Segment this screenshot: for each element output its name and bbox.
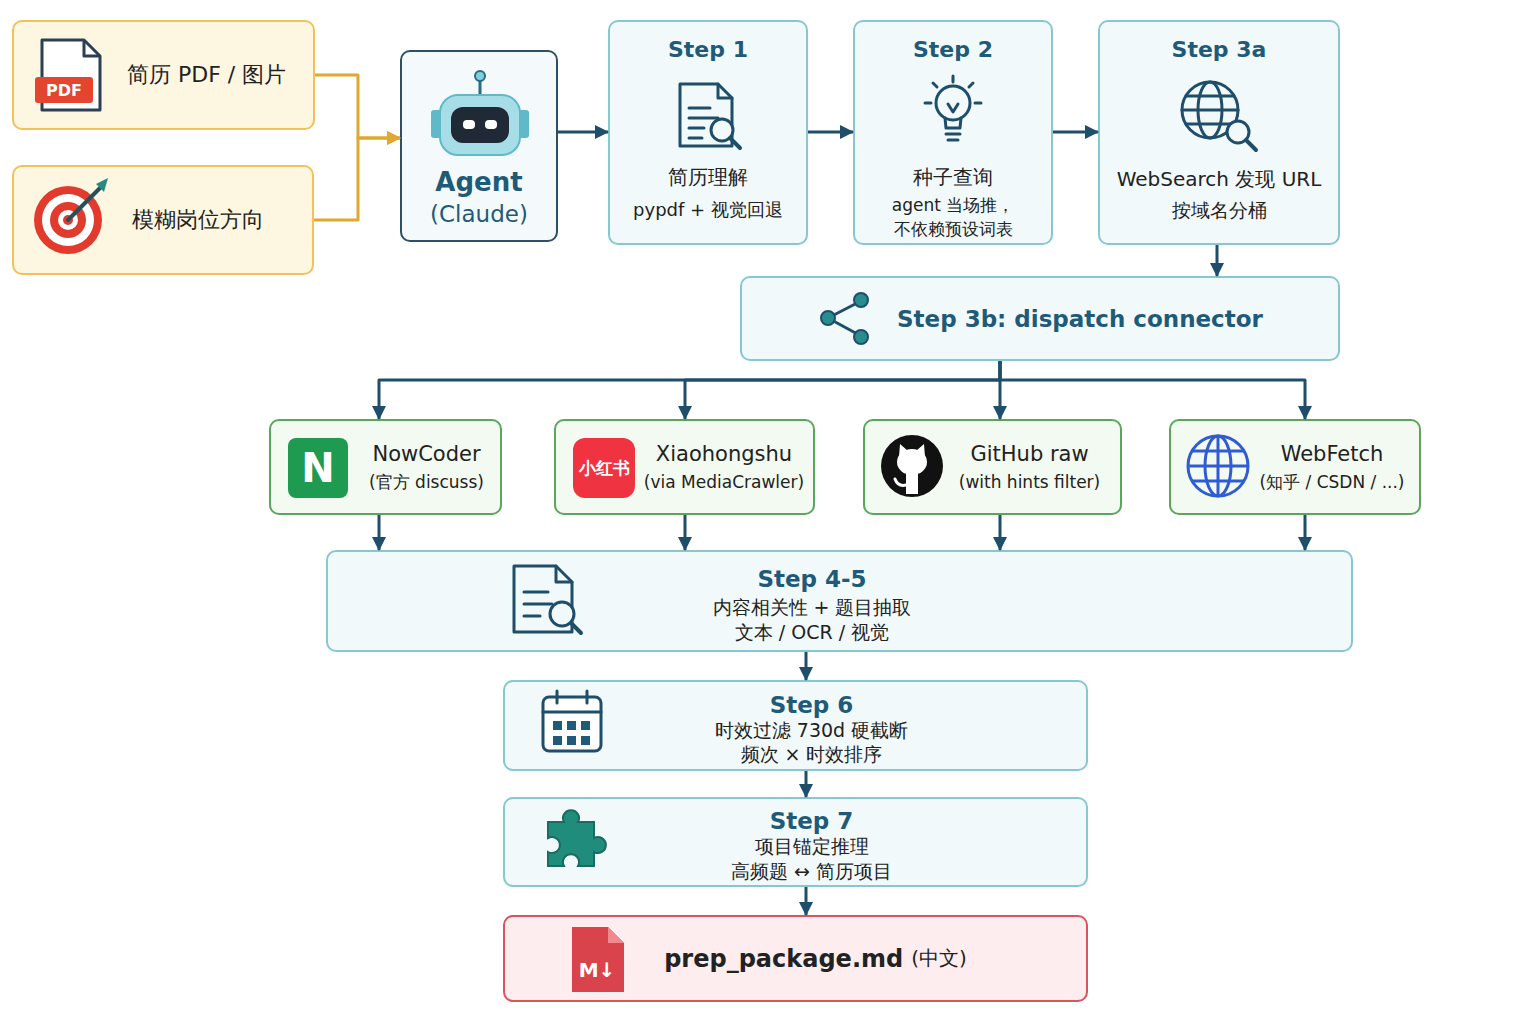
node-title: Xiaohongshu — [656, 439, 792, 469]
node-text: agent 当场推， 不依赖预设词表 — [886, 193, 1021, 241]
node-title: 模糊岗位方向 — [132, 205, 264, 235]
calendar-icon — [543, 691, 601, 751]
document-search-icon — [514, 566, 581, 633]
node-title: prep_package.md — [664, 945, 903, 973]
node-text: 时效过滤 730d 硬截断 — [715, 718, 908, 742]
flow-arrow — [805, 652, 808, 680]
node-text: 频次 × 时效排序 — [741, 742, 883, 766]
node-text: pypdf + 视觉回退 — [633, 197, 783, 223]
process-box: Step 3a WebSearch 发现 URL 按域名分桶 — [1098, 20, 1340, 245]
lightbulb-icon — [925, 76, 981, 140]
node-title: Agent — [435, 165, 522, 199]
node-text: 种子查询 — [913, 163, 993, 191]
output-box: prep_package.md (中文) — [503, 915, 1088, 1002]
connector-box: NowCoder(官方 discuss) — [269, 419, 502, 515]
flow-arrow — [378, 515, 381, 550]
webfetch-globe-icon — [1188, 436, 1248, 496]
process-box: Step 6时效过滤 730d 硬截断频次 × 时效排序 — [503, 680, 1088, 771]
node-title: Step 7 — [770, 808, 854, 834]
input-box: 模糊岗位方向 — [12, 165, 314, 275]
globe-search-icon — [1182, 82, 1256, 150]
target-icon — [34, 178, 108, 254]
pdf-file-icon — [35, 40, 100, 110]
input-box: 简历 PDF / 图片 — [12, 20, 315, 130]
flow-arrow — [379, 361, 1000, 419]
node-text: WebSearch 发现 URL — [1117, 165, 1322, 193]
node-text: 文本 / OCR / 视觉 — [735, 620, 889, 645]
node-text: 内容相关性 + 题目抽取 — [713, 595, 912, 620]
flow-arrow — [1053, 131, 1098, 134]
node-title: Step 3a — [1172, 35, 1267, 65]
process-box: Step 2 种子查询agent 当场推， 不依赖预设词表 — [853, 20, 1053, 245]
dispatch-box: Step 3b: dispatch connector — [740, 276, 1340, 361]
github-logo — [881, 435, 943, 497]
node-title: GitHub raw — [970, 439, 1088, 469]
flow-arrow — [808, 131, 853, 134]
flow-arrow — [1000, 361, 1305, 419]
process-box: Step 1 简历理解 pypdf + 视觉回退 — [608, 20, 808, 245]
flow-arrow — [1304, 515, 1307, 550]
process-box: Step 7项目锚定推理高频题 ↔ 简历项目 — [503, 797, 1088, 887]
flow-arrow — [558, 131, 608, 134]
node-text: 高频题 ↔ 简历项目 — [731, 859, 892, 884]
flow-arrow — [805, 771, 808, 797]
document-search-icon — [680, 84, 740, 148]
node-title: Step 4-5 — [757, 565, 866, 593]
connector-box: GitHub raw(with hints filter) — [863, 419, 1122, 515]
connector-box: WebFetch(知乎 / CSDN / ...) — [1169, 419, 1421, 515]
node-text: (Claude) — [430, 199, 528, 229]
robot-icon — [431, 71, 529, 155]
node-text: 简历理解 — [668, 163, 748, 191]
xiaohongshu-logo — [573, 438, 635, 498]
node-title: NowCoder — [372, 439, 480, 469]
puzzle-icon — [548, 810, 606, 866]
node-title: WebFetch — [1281, 439, 1384, 469]
flow-arrow — [805, 887, 808, 915]
flow-arrow — [1216, 245, 1219, 276]
process-box: Step 4-5内容相关性 + 题目抽取文本 / OCR / 视觉 — [326, 550, 1353, 652]
flow-arrow — [999, 515, 1002, 550]
node-text: (官方 discuss) — [369, 469, 484, 495]
markdown-file-icon — [572, 927, 624, 992]
node-title: Step 6 — [770, 692, 854, 718]
node-title: Step 2 — [913, 35, 993, 65]
share-icon — [821, 293, 868, 344]
node-title: Step 3b: dispatch connector — [897, 306, 1263, 332]
flow-arrow — [314, 138, 400, 220]
nowcoder-logo — [288, 438, 348, 498]
node-text: (with hints filter) — [959, 469, 1100, 495]
agent-box: Agent(Claude) — [400, 50, 558, 242]
node-text: 项目锚定推理 — [755, 834, 869, 859]
node-title: Step 1 — [668, 35, 748, 65]
flow-arrow — [315, 75, 400, 138]
flow-arrow — [685, 361, 1000, 419]
flow-arrow — [684, 515, 687, 550]
node-text: (via MediaCrawler) — [644, 469, 804, 495]
connector-box: Xiaohongshu(via MediaCrawler) — [554, 419, 815, 515]
node-text: (中文) — [911, 945, 967, 972]
node-text: (知乎 / CSDN / ...) — [1259, 469, 1404, 495]
node-text: 按域名分桶 — [1172, 197, 1267, 223]
node-title: 简历 PDF / 图片 — [127, 60, 286, 90]
flow-arrow — [999, 361, 1002, 419]
